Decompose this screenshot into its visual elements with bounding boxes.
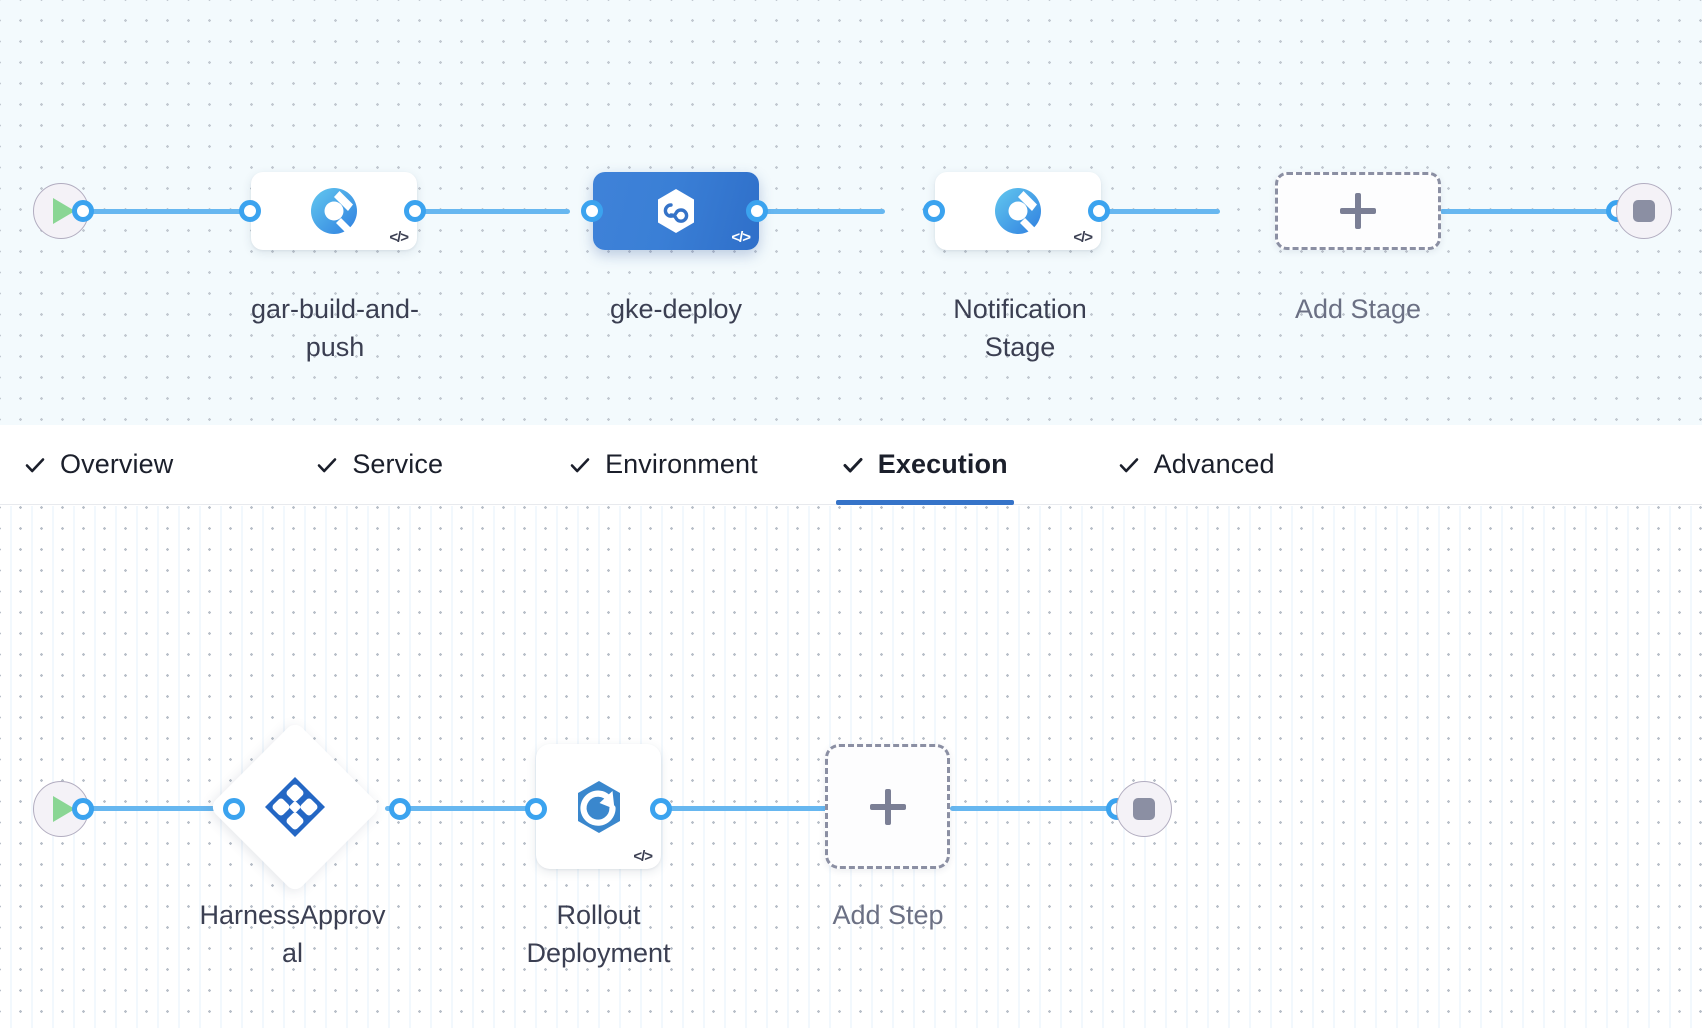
stage-graph-canvas[interactable]: </> gar-build-and- push </> gke-deploy	[0, 0, 1702, 425]
check-icon	[316, 454, 338, 476]
step-label-harness-approval: HarnessApprov al	[199, 900, 386, 969]
connector-dot-exec-start-out[interactable]	[72, 798, 94, 820]
connector-dot-gke-out[interactable]	[746, 200, 768, 222]
stage-card-gar-build-and-push[interactable]: </>	[251, 172, 417, 250]
execution-graph-canvas[interactable]: HarnessApprov al </> Rollout Deployment …	[0, 506, 1702, 1028]
stage-code-badge[interactable]: </>	[1073, 229, 1093, 246]
add-stage-button[interactable]	[1275, 172, 1441, 250]
stage-card-gke-deploy[interactable]: </>	[593, 172, 759, 250]
add-step-button[interactable]	[825, 744, 950, 869]
stage-config-tabbar: Overview Service Environment Execution	[0, 425, 1702, 505]
stage-code-badge[interactable]: </>	[389, 229, 409, 246]
connector-dot-start-out[interactable]	[72, 200, 94, 222]
tab-label: Advanced	[1153, 449, 1275, 479]
tab-label: Service	[352, 449, 444, 479]
edge-addstage-to-end	[1440, 209, 1615, 214]
execution-end-node[interactable]	[1116, 781, 1172, 837]
edge-addstep-to-end	[950, 806, 1115, 811]
edge-notification-to-addstage	[1030, 209, 1220, 214]
play-icon	[53, 796, 75, 822]
tab-execution[interactable]: Execution	[818, 425, 1032, 505]
stop-icon	[1133, 798, 1155, 820]
tab-active-underline	[835, 499, 1014, 505]
tab-advanced[interactable]: Advanced	[1094, 425, 1299, 505]
add-stage-label: Add Stage	[1294, 294, 1422, 324]
step-label-rollout-deployment: Rollout Deployment	[526, 900, 671, 969]
stage-label-gke-deploy: gke-deploy	[609, 294, 743, 324]
tab-label: Execution	[877, 449, 1008, 479]
connector-dot-rollout-out[interactable]	[650, 798, 672, 820]
gcp-artifact-registry-icon	[992, 185, 1044, 237]
check-icon	[1118, 454, 1140, 476]
check-icon	[842, 454, 864, 476]
add-step-label: Add Step	[832, 900, 944, 930]
connector-dot-rollout-in[interactable]	[525, 798, 547, 820]
stage-code-badge[interactable]: </>	[731, 229, 751, 246]
tab-label: Environment	[605, 449, 758, 479]
connector-dot-approval-out[interactable]	[389, 798, 411, 820]
edge-start-to-gar	[80, 209, 250, 214]
edge-start-to-approval	[80, 806, 235, 811]
stage-label-notification-stage: Notification Stage	[953, 294, 1087, 363]
pipeline-end-node[interactable]	[1616, 183, 1672, 239]
tab-overview[interactable]: Overview	[0, 425, 197, 505]
connector-dot-gar-out[interactable]	[404, 200, 426, 222]
gcp-deploy-hexagon-icon	[650, 185, 702, 237]
step-code-badge[interactable]: </>	[633, 848, 653, 865]
plus-icon	[1340, 193, 1376, 229]
connector-dot-notification-out[interactable]	[1088, 200, 1110, 222]
stage-card-notification-stage[interactable]: </>	[935, 172, 1101, 250]
connector-dot-notification-in[interactable]	[923, 200, 945, 222]
check-icon	[569, 454, 591, 476]
tab-label: Overview	[60, 449, 174, 479]
stage-label-gar-build-and-push: gar-build-and- push	[250, 294, 420, 363]
edge-gar-to-gke	[400, 209, 570, 214]
connector-dot-gke-in[interactable]	[581, 200, 603, 222]
gcp-artifact-registry-icon	[308, 185, 360, 237]
edge-rollout-to-addstep	[635, 806, 830, 811]
edge-gke-to-notification	[715, 209, 885, 214]
connector-dot-approval-in[interactable]	[223, 798, 245, 820]
connector-dot-gar-in[interactable]	[239, 200, 261, 222]
stop-icon	[1633, 200, 1655, 222]
plus-icon	[869, 788, 906, 825]
k8s-rollout-hexagon-icon	[570, 778, 628, 836]
check-icon	[24, 454, 46, 476]
tab-service[interactable]: Service	[292, 425, 467, 505]
tab-environment[interactable]: Environment	[545, 425, 782, 505]
edge-approval-to-rollout	[385, 806, 530, 811]
step-card-rollout-deployment[interactable]: </>	[536, 744, 661, 869]
play-icon	[53, 198, 75, 224]
